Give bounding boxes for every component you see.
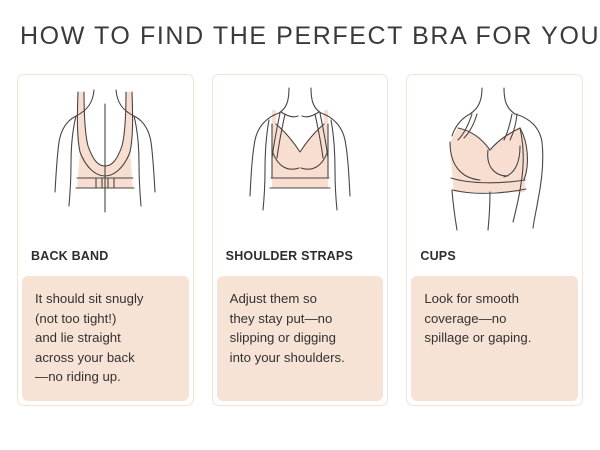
note-line: they stay put—no — [229, 310, 333, 326]
card-note: Adjust them so they stay put—no slipping… — [216, 276, 384, 401]
back-view-bra-illustration — [18, 75, 193, 245]
note-line: coverage—no — [424, 310, 507, 326]
note-line: Look for smooth — [424, 291, 519, 306]
note-line: slipping or digging — [229, 330, 336, 345]
note-line: It should sit snugly — [35, 291, 144, 306]
page-title: HOW TO FIND THE PERFECT BRA FOR YOU — [20, 22, 600, 50]
card-cups: CUPS Look for smooth coverage—no spillag… — [406, 74, 584, 406]
card-heading: CUPS — [420, 249, 456, 263]
note-line: across your back — [35, 349, 135, 365]
front-view-bra-illustration — [212, 75, 388, 245]
note-line: into your shoulders. — [229, 349, 345, 365]
card-note: Look for smooth coverage—no spillage or … — [411, 276, 579, 401]
card-heading: SHOULDER STRAPS — [225, 249, 353, 263]
note-line: (not too tight!) — [35, 310, 117, 326]
note-line: Adjust them so — [229, 291, 317, 306]
card-shoulder-straps: SHOULDER STRAPS Adjust them so they stay… — [211, 74, 389, 406]
note-line: —no riding up. — [35, 369, 121, 384]
card-heading: BACK BAND — [31, 249, 109, 263]
side-view-bra-illustration — [407, 75, 583, 245]
note-line: spillage or gaping. — [424, 330, 532, 345]
note-line: and lie straight — [35, 330, 121, 345]
card-note: It should sit snugly (not too tight!) an… — [22, 276, 189, 401]
card-list: BACK BAND It should sit snugly (not too … — [17, 74, 584, 406]
card-back-band: BACK BAND It should sit snugly (not too … — [17, 74, 194, 406]
